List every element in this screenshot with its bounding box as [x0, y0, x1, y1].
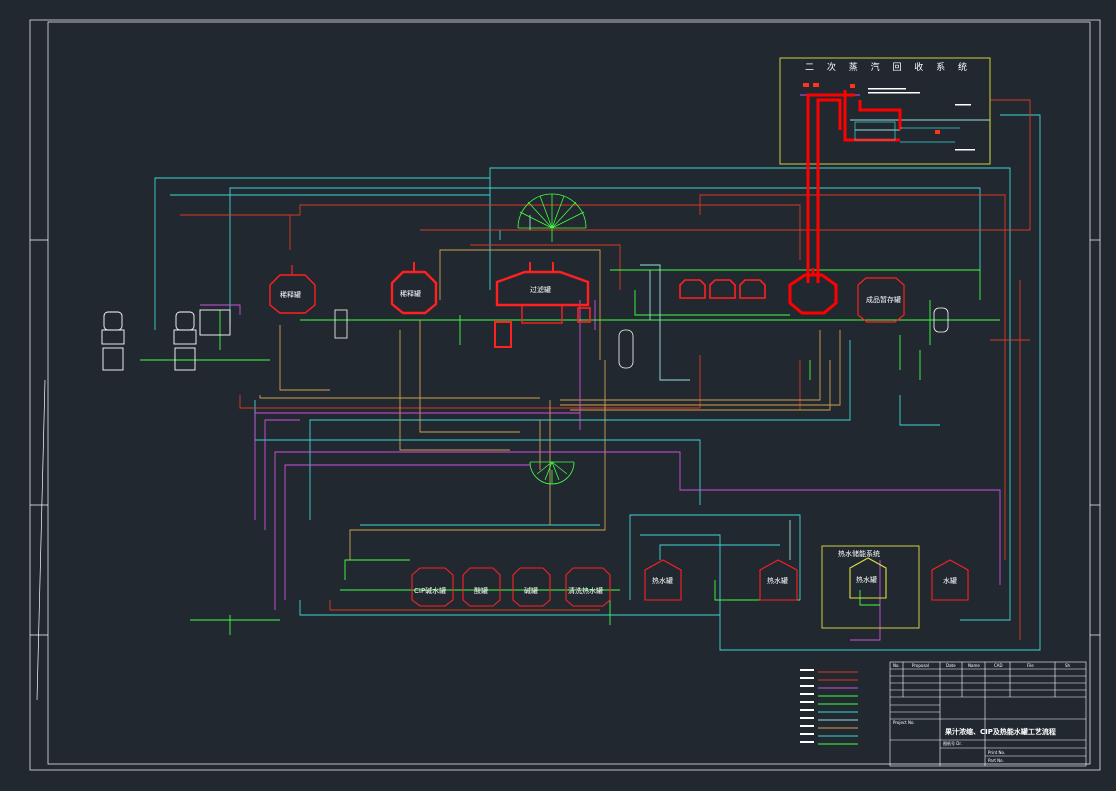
- cip-tanks: CIP碱水罐 酸罐 碱罐 清洗热水罐: [411, 567, 611, 607]
- water-tank-label: 水罐: [943, 576, 957, 585]
- tb-project-no: Project No.: [893, 720, 915, 725]
- vessel-small: [334, 307, 949, 369]
- process-tank-5: 成品暂存罐: [857, 277, 905, 323]
- steam-recovery-title: 二 次 蒸 汽 回 收 系 统: [805, 61, 972, 73]
- hot-water-storage-title: 热水储能系统: [838, 549, 880, 558]
- top-manifold: [517, 193, 587, 242]
- tb-header-name: Name: [968, 663, 980, 668]
- bottom-manifold: [529, 461, 575, 485]
- tb-header-no: No.: [893, 663, 900, 668]
- tb-header-file: File: [1027, 663, 1034, 668]
- title-block: [889, 661, 1087, 767]
- process-tank-2-label: 稀释罐: [400, 289, 421, 298]
- small-heaters: [679, 279, 766, 299]
- line-legend: [800, 669, 858, 745]
- evaporator: [788, 268, 838, 315]
- filter-unit: 过滤罐: [494, 262, 591, 348]
- tb-drawing-no: 图纸号 Dr.: [943, 740, 962, 746]
- hot-water-tank-1-label: 热水罐: [652, 576, 673, 585]
- tb-header-cad: CAD: [994, 663, 1003, 668]
- hot-water-tank-3-label: 热水罐: [856, 575, 877, 584]
- tb-header-sh: Sh: [1065, 663, 1071, 668]
- process-tank-1-label: 稀释罐: [280, 290, 301, 299]
- process-tank-5-label: 成品暂存罐: [866, 295, 901, 304]
- hot-water-storage-system: 热水储能系统: [821, 545, 920, 629]
- tb-print-no: Print No.: [988, 750, 1005, 755]
- tb-header-proposal: Proposal: [912, 663, 929, 668]
- process-tank-1: 稀释罐: [269, 265, 316, 314]
- cip-acid-label: 酸罐: [474, 586, 488, 595]
- tb-part-no: Part No.: [988, 758, 1004, 763]
- tb-header-date: Date: [946, 663, 956, 668]
- cip-water-label: 碱罐: [524, 586, 538, 595]
- feed-pumps: [101, 309, 231, 371]
- cip-hot-label: 清洗热水罐: [568, 586, 603, 595]
- filter-unit-label: 过滤罐: [530, 285, 551, 294]
- tb-drawing-title: 果汁浓缩、CIP及热能水罐工艺流程: [945, 727, 1056, 736]
- hot-water-tank-2-label: 热水罐: [767, 576, 788, 585]
- drawing-frame: [29, 19, 1101, 771]
- steam-recovery-system: 二 次 蒸 汽 回 收 系 统: [779, 57, 991, 283]
- cip-alkali-label: CIP碱水罐: [414, 586, 446, 595]
- hot-water-tanks: 热水罐 热水罐 热水罐 水罐: [644, 557, 969, 601]
- process-tank-2: 稀释罐: [390, 262, 438, 315]
- title-block-text: No. Proposal Date Name CAD File Sh Proje…: [893, 663, 1071, 763]
